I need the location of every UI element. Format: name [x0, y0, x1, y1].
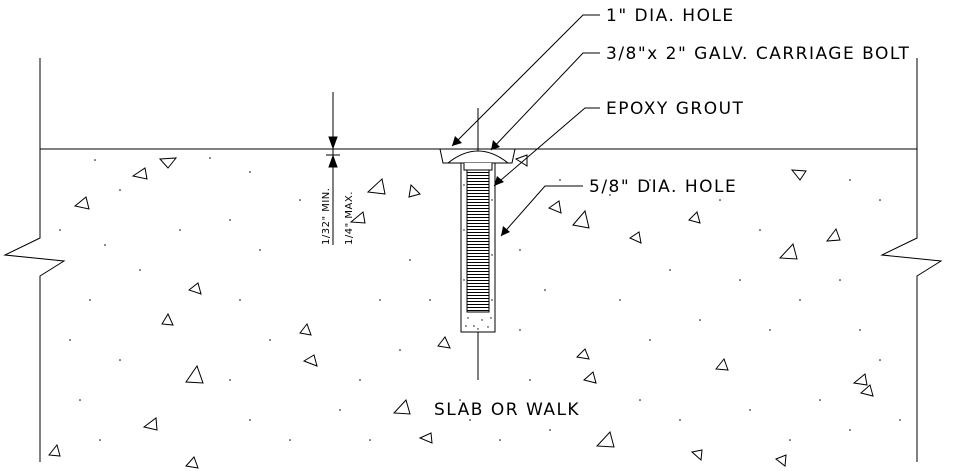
aggregate-triangle	[302, 354, 318, 367]
aggregate-triangle	[852, 373, 868, 386]
left-break-line	[3, 58, 66, 462]
depth-dimension	[326, 92, 340, 245]
label-1in-dia-hole: 1" DIA. HOLE	[606, 6, 735, 26]
aggregate-triangle	[161, 312, 174, 326]
carriage-bolt	[446, 150, 510, 313]
label-epoxy-grout: EPOXY GROUT	[606, 99, 744, 119]
aggregate-triangle	[142, 417, 158, 431]
aggregate-triangle	[582, 371, 597, 384]
aggregate-triangle	[73, 196, 90, 210]
label-slab-or-walk: SLAB OR WALK	[434, 400, 580, 420]
leader-epoxy-grout	[493, 107, 600, 187]
aggregate-triangle	[775, 454, 787, 467]
label-5-8-dia-hole: 5/8" DIA. HOLE	[589, 177, 737, 197]
aggregate-triangle	[859, 384, 874, 397]
aggregate-triangle	[418, 432, 433, 444]
aggregate-triangle	[349, 211, 366, 224]
aggregate-triangle	[185, 456, 199, 469]
leader-5-8-hole	[500, 185, 583, 237]
aggregate-triangle	[48, 443, 61, 457]
aggregate-triangle	[408, 183, 421, 198]
sand-dots	[59, 157, 901, 441]
aggregate-triangle	[825, 227, 841, 242]
aggregate-triangle	[437, 336, 451, 349]
aggregate-triangle	[790, 169, 807, 181]
aggregate-triangle	[690, 449, 703, 462]
leader-carriage-bolt	[490, 52, 600, 151]
aggregate-triangle	[688, 211, 701, 224]
aggregate-triangle	[158, 157, 178, 169]
bolt-square-neck	[463, 163, 493, 171]
bolt-threads	[466, 169, 490, 313]
dimension-max: 1/4" MAX.	[344, 191, 355, 245]
label-carriage-bolt: 3/8"x 2" GALV. CARRIAGE BOLT	[606, 44, 910, 64]
aggregate-triangle	[187, 282, 202, 295]
aggregate-triangle	[547, 200, 562, 214]
aggregate-triangle	[595, 430, 615, 448]
leader-lines	[451, 14, 600, 237]
aggregate-triangle	[185, 364, 204, 384]
aggregate-triangle	[514, 154, 528, 167]
leader-1in-hole	[451, 14, 600, 147]
right-break-line	[880, 58, 943, 462]
aggregate-triangle	[628, 231, 642, 244]
aggregate-triangle	[392, 399, 411, 415]
bolt-head	[446, 150, 510, 164]
aggregate-triangle	[778, 242, 798, 260]
aggregate-triangle	[366, 178, 386, 195]
dimension-min: 1/32" MIN.	[321, 188, 332, 245]
aggregate-triangle	[572, 209, 590, 229]
aggregate-triangle	[575, 348, 590, 360]
aggregate-pattern	[48, 154, 874, 469]
aggregate-triangle	[131, 167, 148, 180]
aggregate-triangle	[299, 322, 312, 336]
grout-speckle	[463, 184, 493, 330]
leader-arrowheads	[452, 136, 510, 236]
aggregate-triangle	[715, 357, 729, 371]
